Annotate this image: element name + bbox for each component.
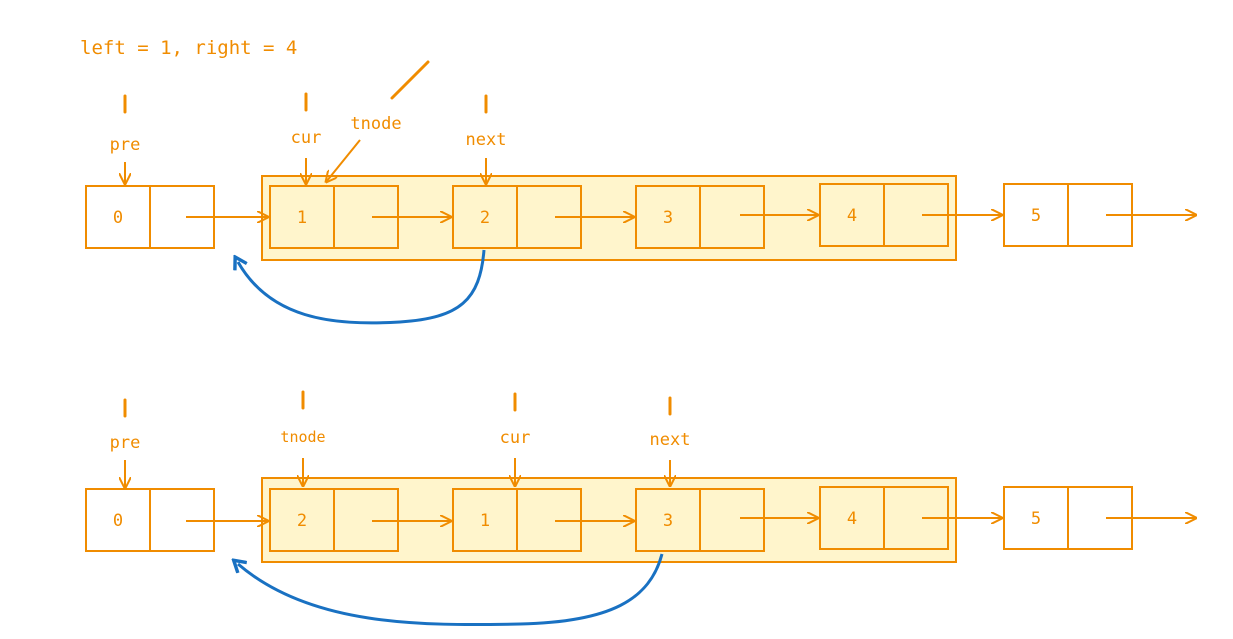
node-value: 0 xyxy=(113,208,123,228)
node-value: 4 xyxy=(847,206,857,226)
decorative-stroke xyxy=(390,60,430,100)
pointer-label: cur xyxy=(291,128,322,148)
pointer-pre: pre xyxy=(110,398,141,488)
pointer-tnode: tnode xyxy=(280,390,326,486)
pointer-label: tnode xyxy=(280,428,325,446)
pointer-cur: cur xyxy=(291,92,322,184)
node-value: 5 xyxy=(1031,206,1041,226)
pointer-label: tnode xyxy=(350,114,401,134)
list-node-3: 3 xyxy=(635,488,765,552)
node-value: 1 xyxy=(480,511,490,531)
pointer-label: cur xyxy=(500,428,531,448)
node-value: 1 xyxy=(297,208,307,228)
node-value: 3 xyxy=(663,511,673,531)
node-value: 2 xyxy=(297,511,307,531)
node-value: 5 xyxy=(1031,509,1041,529)
pointer-tnode: tnode xyxy=(326,114,402,182)
pointer-label: next xyxy=(466,130,507,150)
pointer-label: pre xyxy=(110,135,141,155)
node-value: 3 xyxy=(663,208,673,228)
reverse-link-arrow xyxy=(238,553,664,627)
pointer-next: next xyxy=(650,396,691,486)
pointer-pre: pre xyxy=(110,94,141,184)
next-link-arrows xyxy=(186,215,1196,217)
pointer-cur: cur xyxy=(500,392,531,486)
reverse-link-arrow xyxy=(238,249,486,325)
range-caption: left = 1, right = 4 xyxy=(80,37,297,59)
node-value: 2 xyxy=(480,208,490,228)
pointer-label: pre xyxy=(110,433,141,453)
node-value: 4 xyxy=(847,509,857,529)
list-node-3: 3 xyxy=(635,185,765,249)
row-1: 0 1 2 3 4 5 xyxy=(85,92,1196,325)
next-link-arrows xyxy=(186,518,1196,521)
pointer-label: next xyxy=(650,430,691,450)
node-value: 0 xyxy=(113,511,123,531)
row-2: 0 2 1 3 4 5 xyxy=(85,390,1196,627)
pointer-next: next xyxy=(466,94,507,184)
